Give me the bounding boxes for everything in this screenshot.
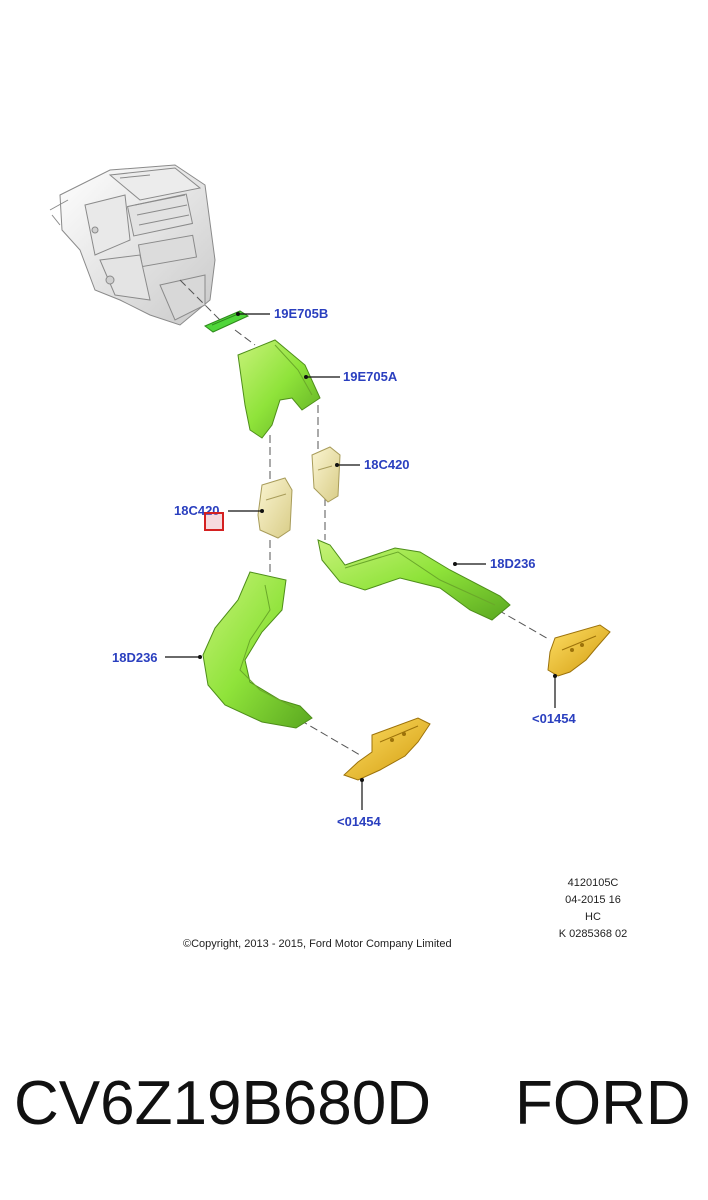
leader-lines bbox=[165, 313, 556, 810]
meta-line-4: K 0285368 02 bbox=[558, 928, 628, 940]
part-18d236-right[interactable] bbox=[317, 539, 511, 621]
callout-19e705a[interactable]: 19E705A bbox=[343, 369, 398, 384]
callout-01454-left[interactable]: <01454 bbox=[337, 814, 381, 829]
callout-18d236-right[interactable]: 18D236 bbox=[490, 556, 536, 571]
part-18d236-left[interactable] bbox=[202, 571, 313, 729]
part-19e705b[interactable] bbox=[204, 310, 250, 333]
part-19e705a[interactable] bbox=[237, 339, 321, 439]
part-18c420-left[interactable] bbox=[257, 477, 293, 539]
part-01454-left[interactable] bbox=[343, 717, 431, 781]
callout-18c420-right[interactable]: 18C420 bbox=[364, 457, 410, 472]
meta-line-1: 4120105C bbox=[567, 877, 619, 889]
brand-name: FORD bbox=[515, 1069, 691, 1138]
meta-line-3: HC bbox=[585, 911, 601, 923]
part-01454-right[interactable] bbox=[547, 624, 611, 677]
highlight-box[interactable] bbox=[204, 512, 224, 531]
meta-line-2: 04-2015 16 bbox=[565, 894, 621, 906]
callout-19e705b[interactable]: 19E705B bbox=[274, 306, 329, 321]
callout-18c420-left[interactable]: 18C420 bbox=[174, 503, 220, 518]
part-number-title: CV6Z19B680D bbox=[14, 1069, 432, 1138]
part-18c420-right[interactable] bbox=[311, 446, 341, 503]
assembly-lines bbox=[179, 279, 551, 756]
diagram-meta: 4120105C 04-2015 16 HC K 0285368 02 bbox=[533, 875, 653, 943]
callout-01454-right[interactable]: <01454 bbox=[532, 711, 576, 726]
copyright-notice: ©Copyright, 2013 - 2015, Ford Motor Comp… bbox=[183, 938, 452, 950]
hvac-unit-illustration bbox=[49, 164, 216, 326]
exploded-parts-diagram bbox=[49, 164, 611, 810]
leader-dots bbox=[198, 312, 557, 782]
callout-18d236-left[interactable]: 18D236 bbox=[112, 650, 158, 665]
